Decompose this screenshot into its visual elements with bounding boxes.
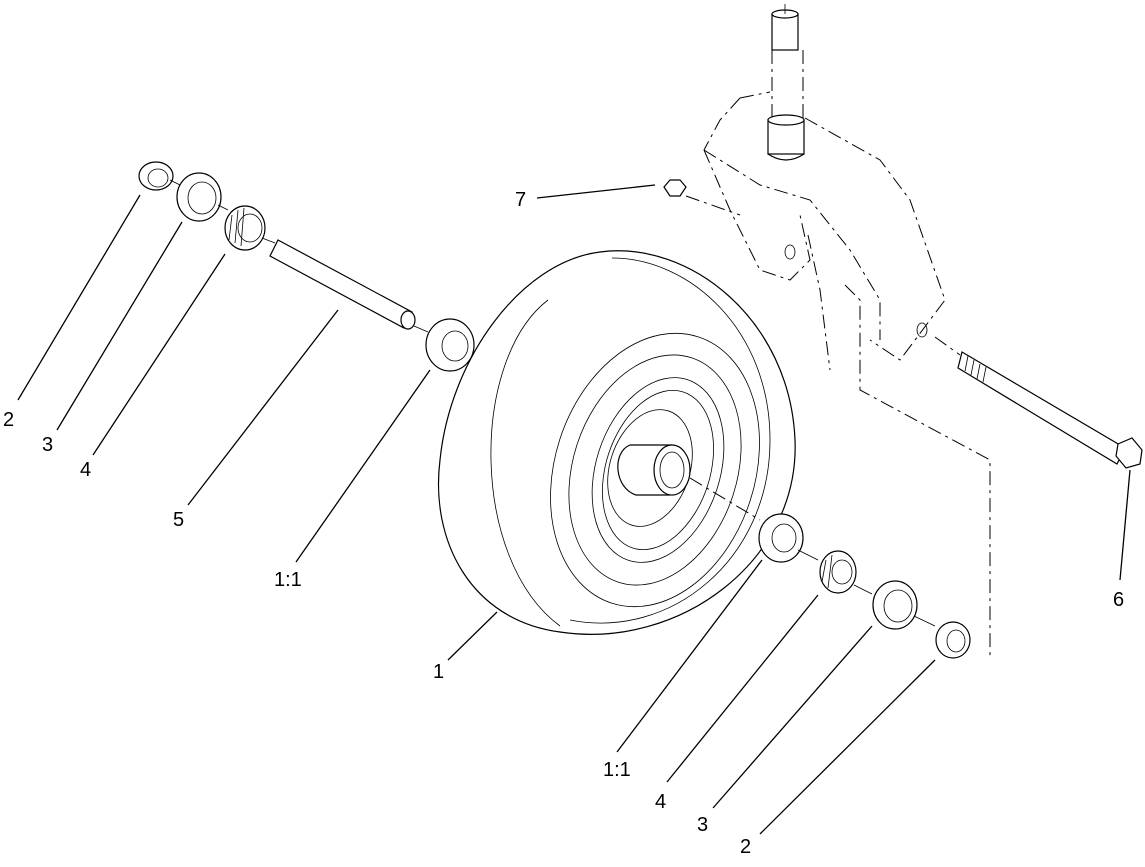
right-parts (758, 513, 971, 659)
callout-4-right: 4 (655, 791, 667, 813)
bushing-1-1-left (425, 318, 475, 372)
spacer-2-left (138, 161, 174, 191)
bearing-cup-3-right (872, 580, 918, 630)
bearing-cone-4-left (224, 205, 266, 251)
wheel-tire-1 (437, 250, 796, 635)
leader-lines (17, 184, 1131, 835)
callout-7: 7 (515, 189, 527, 211)
bearing-cup-3-left (176, 172, 222, 222)
callout-6: 6 (1113, 589, 1125, 611)
callout-4-left: 4 (80, 459, 92, 481)
caster-fork (703, 4, 991, 660)
bearing-cone-4-right (819, 550, 857, 594)
nut-7 (663, 179, 741, 216)
axle-tube-5 (269, 239, 416, 330)
left-parts (138, 161, 475, 372)
callout-2-left: 2 (3, 409, 15, 431)
callout-2-right: 2 (740, 836, 752, 858)
callout-3-right: 3 (697, 814, 709, 836)
bolt-6 (934, 336, 1143, 469)
bushing-1-1-right (758, 513, 804, 563)
callout-3-left: 3 (42, 434, 54, 456)
callout-1: 1 (433, 661, 445, 683)
callout-1-1-left: 1:1 (274, 569, 302, 591)
callout-1-1-right: 1:1 (603, 759, 631, 781)
spacer-2-right (935, 621, 971, 659)
callout-5: 5 (173, 509, 185, 531)
